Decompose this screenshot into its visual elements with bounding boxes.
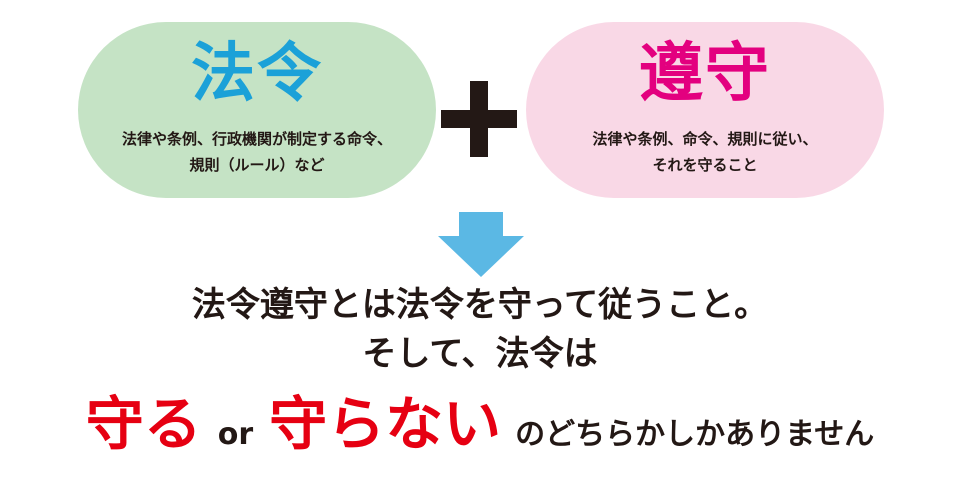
houryou-desc-line2: 規則（ルール）など [189,156,325,174]
statement-tail: のどちらかしかありません [515,417,875,452]
junshu-description: 法律や条例、命令、規則に従い、 それを守ること [526,126,884,178]
arrow-down-icon [438,212,524,277]
keep-word: 守る [85,390,202,458]
houryou-box: 法令 法律や条例、行政機関が制定する命令、 規則（ルール）など [78,22,436,198]
plus-icon [441,81,517,157]
not-keep-word: 守らない [269,390,502,458]
statement-line1: 法令遵守とは法令を守って従うこと。 [191,285,769,325]
statement-line3: 守る or 守らないのどちらかしかありません [0,388,960,468]
junshu-title: 遵守 [639,37,771,111]
junshu-desc-line1: 法律や条例、命令、規則に従い、 [592,130,818,148]
statement-line2: そして、法令は [362,334,598,374]
or-word: or [217,417,254,452]
houryou-description: 法律や条例、行政機関が制定する命令、 規則（ルール）など [78,126,436,178]
plus-icon-vertical [470,81,488,157]
houryou-title: 法令 [191,37,323,111]
junshu-box: 遵守 法律や条例、命令、規則に従い、 それを守ること [526,22,884,198]
junshu-desc-line2: それを守ること [652,156,758,174]
houryou-desc-line1: 法律や条例、行政機関が制定する命令、 [121,130,392,148]
